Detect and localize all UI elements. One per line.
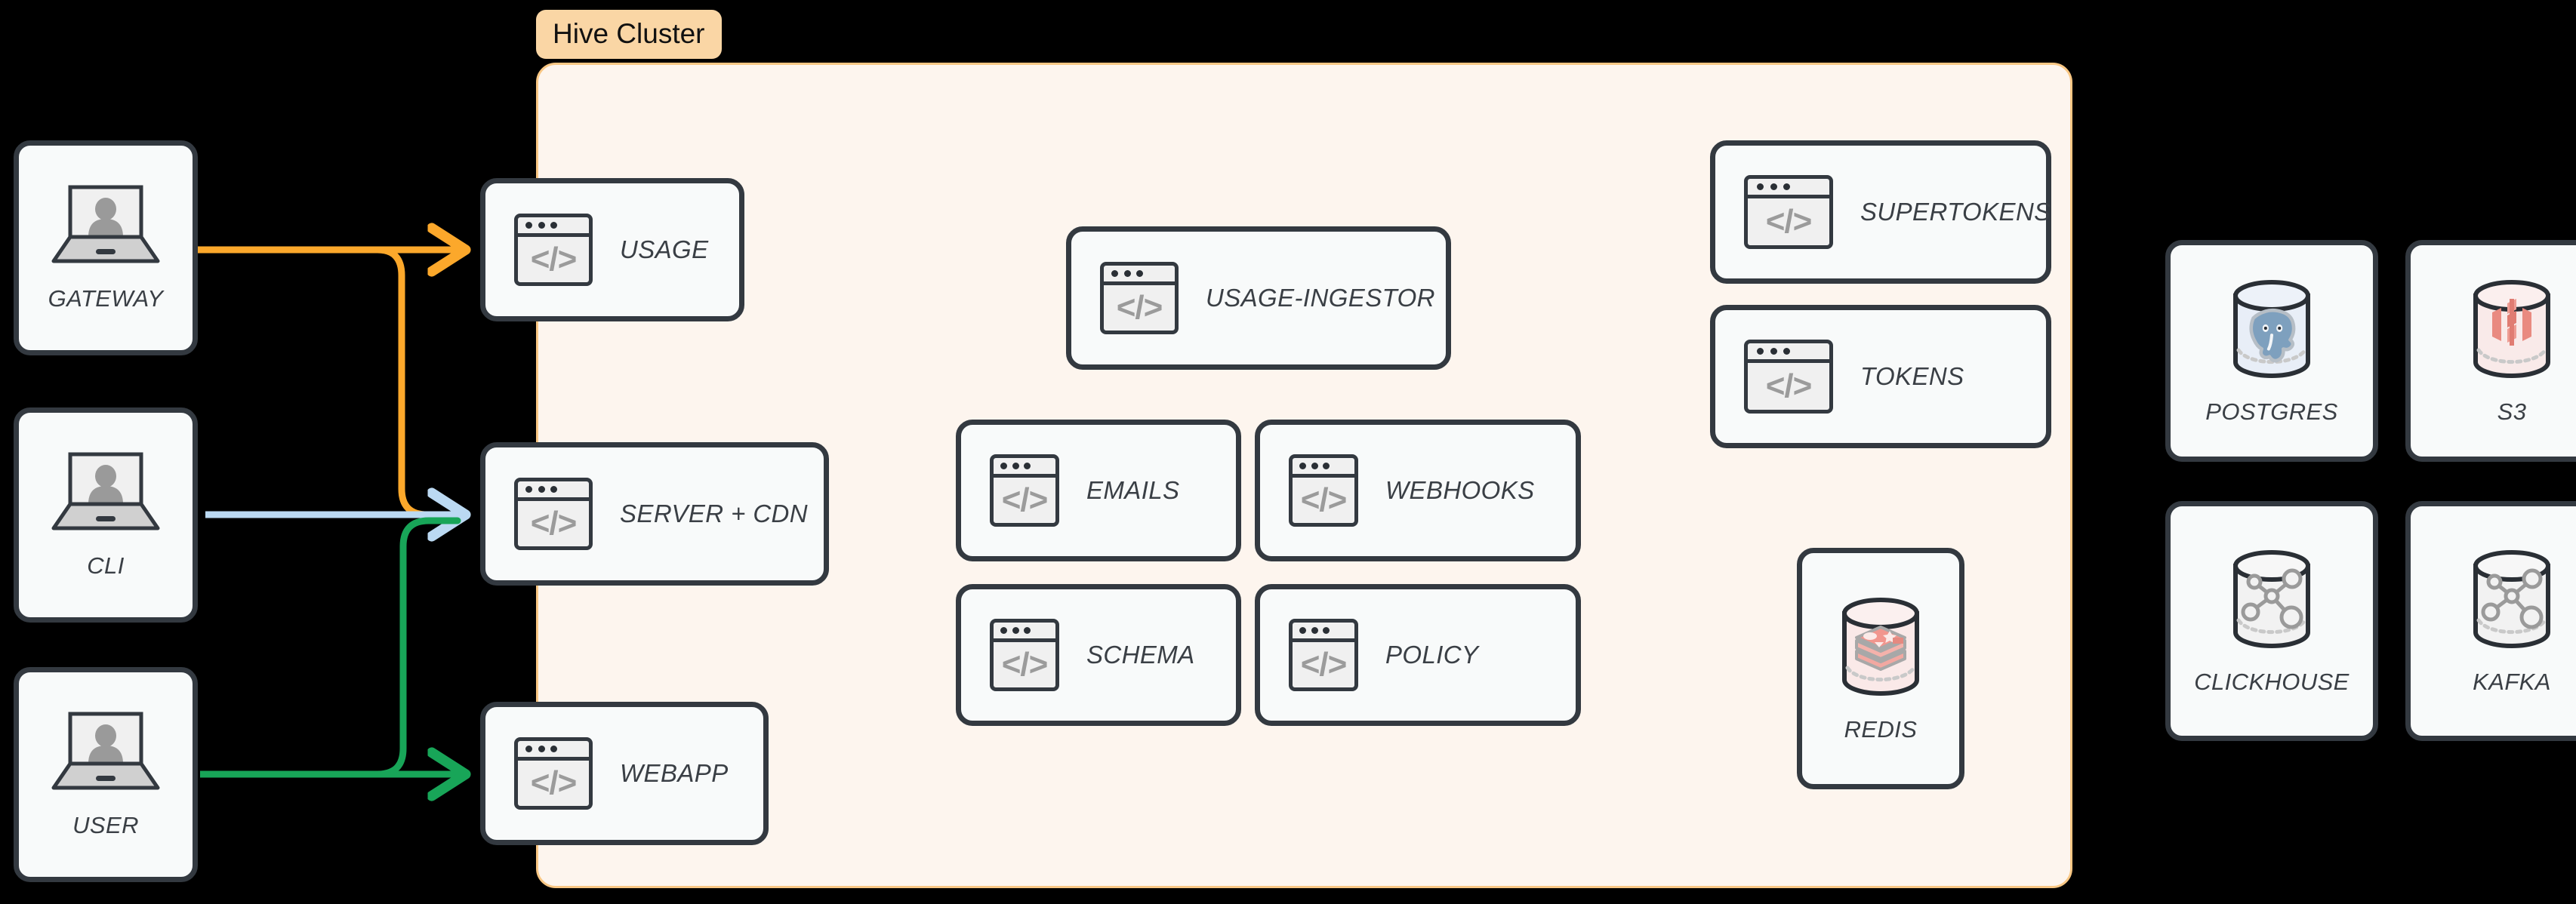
service-card-policy[interactable]: </> POLICY xyxy=(1255,584,1581,726)
service-label: POLICY xyxy=(1385,641,1479,669)
service-card-usage[interactable]: </> USAGE xyxy=(480,178,744,321)
client-card-user[interactable]: USER xyxy=(14,667,198,882)
code-glyph: </> xyxy=(530,240,578,278)
window-titlebar xyxy=(1748,179,1829,199)
datastore-label: POSTGRES xyxy=(2205,398,2338,425)
service-label: WEBAPP xyxy=(620,759,729,787)
code-window-icon: </> xyxy=(1744,340,1833,414)
datastore-label: CLICKHOUSE xyxy=(2194,669,2350,695)
code-window-icon: </> xyxy=(1744,175,1833,249)
service-label: USAGE-INGESTOR xyxy=(1206,284,1435,312)
code-window-icon: </> xyxy=(514,478,593,550)
service-card-webhooks[interactable]: </> WEBHOOKS xyxy=(1255,420,1581,561)
datastore-card-redis[interactable]: REDIS xyxy=(1797,548,1964,789)
wire-gateway-to-server-cdn xyxy=(374,246,461,518)
service-label: USAGE xyxy=(620,235,709,263)
laptop-icon xyxy=(49,451,162,536)
window-titlebar xyxy=(994,623,1055,642)
service-label: WEBHOOKS xyxy=(1385,476,1535,504)
graph-cylinder-icon xyxy=(2464,546,2560,652)
window-titlebar xyxy=(1293,458,1354,478)
client-card-gateway[interactable]: GATEWAY xyxy=(14,140,198,355)
laptop-icon xyxy=(49,184,162,269)
service-card-usage-ingestor[interactable]: </> USAGE-INGESTOR xyxy=(1066,226,1451,370)
client-label: CLI xyxy=(87,552,125,579)
service-label: SCHEMA xyxy=(1086,641,1195,669)
graph-cylinder-icon xyxy=(2223,546,2320,652)
service-card-emails[interactable]: </> EMAILS xyxy=(956,420,1241,561)
code-glyph: </> xyxy=(1001,481,1049,518)
service-label: SUPERTOKENS xyxy=(1860,198,2051,226)
wire-user-to-server-cdn xyxy=(374,517,461,778)
code-glyph: </> xyxy=(1765,203,1813,241)
code-glyph: </> xyxy=(1765,367,1813,405)
code-glyph: </> xyxy=(530,504,578,542)
datastore-card-kafka[interactable]: KAFKA xyxy=(2405,501,2576,741)
datastore-label: KAFKA xyxy=(2473,669,2551,695)
code-glyph: </> xyxy=(1001,645,1049,683)
client-label: GATEWAY xyxy=(48,284,164,312)
datastore-card-clickhouse[interactable]: CLICKHOUSE xyxy=(2165,501,2378,741)
window-titlebar xyxy=(1104,266,1175,285)
code-window-icon: </> xyxy=(514,214,593,286)
datastore-card-postgres[interactable]: POSTGRES xyxy=(2165,240,2378,462)
code-glyph: </> xyxy=(530,764,578,801)
redis-cylinder-icon xyxy=(1832,594,1929,700)
code-glyph: </> xyxy=(1116,288,1163,326)
service-label: SERVER + CDN xyxy=(620,500,809,527)
code-window-icon: </> xyxy=(1100,262,1179,334)
datastore-label: S3 xyxy=(2497,398,2527,425)
service-card-webapp[interactable]: </> WEBAPP xyxy=(480,702,769,845)
window-titlebar xyxy=(518,217,589,237)
client-label: USER xyxy=(72,811,139,838)
code-glyph: </> xyxy=(1300,645,1348,683)
window-titlebar xyxy=(1293,623,1354,642)
code-glyph: </> xyxy=(1300,481,1348,518)
datastore-card-s3[interactable]: S3 xyxy=(2405,240,2576,462)
client-card-cli[interactable]: CLI xyxy=(14,407,198,623)
service-card-tokens[interactable]: </> TOKENS xyxy=(1710,305,2051,448)
s3-cylinder-icon xyxy=(2464,276,2560,382)
code-window-icon: </> xyxy=(1289,619,1358,691)
code-window-icon: </> xyxy=(514,737,593,810)
postgres-cylinder-icon xyxy=(2223,276,2320,382)
service-card-schema[interactable]: </> SCHEMA xyxy=(956,584,1241,726)
service-label: EMAILS xyxy=(1086,476,1180,504)
window-titlebar xyxy=(994,458,1055,478)
window-titlebar xyxy=(518,741,589,761)
datastore-label: REDIS xyxy=(1844,716,1918,743)
service-label: TOKENS xyxy=(1860,362,1964,390)
service-card-supertokens[interactable]: </> SUPERTOKENS xyxy=(1710,140,2051,284)
code-window-icon: </> xyxy=(990,454,1059,527)
service-card-server-cdn[interactable]: </> SERVER + CDN xyxy=(480,442,829,586)
window-titlebar xyxy=(518,481,589,501)
code-window-icon: </> xyxy=(990,619,1059,691)
code-window-icon: </> xyxy=(1289,454,1358,527)
window-titlebar xyxy=(1748,343,1829,364)
laptop-icon xyxy=(49,711,162,795)
hive-cluster-badge: Hive Cluster xyxy=(536,10,722,59)
